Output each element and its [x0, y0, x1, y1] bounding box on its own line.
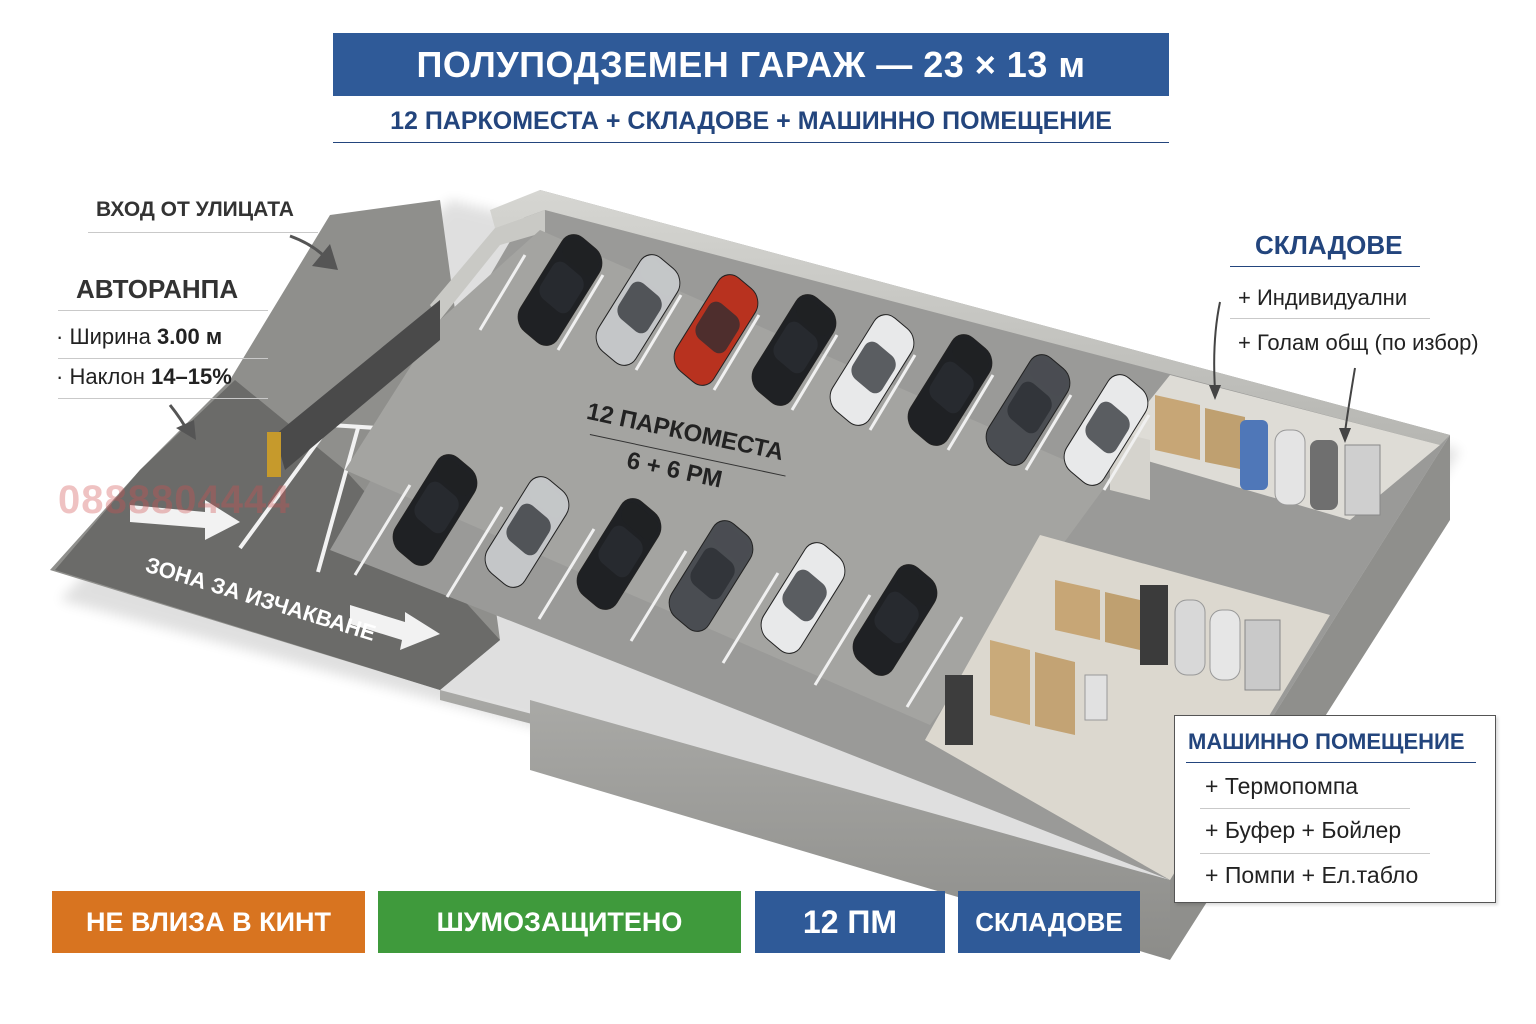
bay-divider	[712, 314, 761, 391]
entrance-gate	[267, 300, 440, 477]
storage-item: + Индивидуални	[1238, 285, 1408, 310]
parking-row-back	[517, 234, 1149, 486]
badge-soundproof: ШУМОЗАЩИТЕНО	[378, 891, 741, 953]
bay-divider	[537, 528, 596, 620]
machine-room-callout	[1174, 715, 1496, 903]
parked-car	[668, 520, 754, 632]
parked-car	[1063, 374, 1149, 486]
ramp-slope: · Наклон 14–15%	[56, 364, 232, 389]
page-subtitle: 12 ПАРКОМЕСТА + СКЛАДОВЕ + МАШИННО ПОМЕЩ…	[333, 100, 1169, 143]
ramp-surface	[55, 380, 500, 690]
machine-room-title: МАШИННО ПОМЕЩЕНИЕ	[1188, 729, 1465, 754]
bay-divider	[634, 294, 683, 371]
bay-divider	[478, 254, 527, 331]
parked-car	[576, 498, 662, 610]
ramp-rule	[58, 398, 268, 399]
ramp-title: АВТОРАНПА	[76, 274, 239, 304]
bay-divider	[905, 616, 964, 708]
machine-rule	[1200, 808, 1410, 809]
entrance-rule	[88, 232, 318, 233]
ramp-rule	[58, 310, 268, 311]
storage-lockers	[990, 395, 1245, 735]
parked-car	[517, 234, 603, 346]
badge-parking-spots: 12 ПМ	[755, 891, 945, 953]
ramp-line	[316, 427, 360, 573]
machine-rule	[1200, 853, 1430, 854]
bay-divider	[353, 484, 412, 576]
back-wall	[490, 190, 1450, 445]
parked-car	[852, 564, 938, 676]
bay-divider	[790, 334, 839, 411]
badge-not-in-kint: НЕ ВЛИЗА В КИНТ	[52, 891, 365, 953]
bay-divider	[445, 506, 504, 598]
storage-rule	[1230, 318, 1430, 319]
left-wall	[430, 210, 545, 320]
parked-car	[751, 294, 837, 406]
badge-storage: СКЛАДОВЕ	[958, 891, 1140, 953]
entrance-arrow	[289, 234, 338, 270]
parked-car	[985, 354, 1071, 466]
storage-pointer-arrows	[1209, 301, 1356, 443]
ramp-slope-value: 14–15%	[151, 364, 232, 389]
machine-item: + Буфер + Бойлер	[1205, 817, 1402, 843]
bay-divider	[1024, 394, 1073, 471]
parked-car	[595, 254, 681, 366]
parked-car	[829, 314, 915, 426]
bay-divider	[556, 274, 605, 351]
bay-divider	[721, 572, 780, 664]
parked-car	[760, 542, 846, 654]
phone-watermark: 0888804444	[58, 478, 291, 522]
bay-divider	[946, 374, 995, 451]
bay-divider	[1102, 414, 1151, 491]
storage-item: + Голам общ (по избор)	[1238, 330, 1479, 355]
bay-divider	[629, 550, 688, 642]
storage-rule	[1230, 266, 1420, 267]
parking-row-front	[392, 454, 938, 676]
ramp-width-value: 3.00 м	[156, 324, 223, 349]
machine-item: + Помпи + Ел.табло	[1205, 862, 1419, 888]
ramp-arrow	[350, 605, 440, 650]
ramp-pointer-arrow	[168, 404, 196, 440]
parked-car	[392, 454, 478, 566]
bay-divider	[813, 594, 872, 686]
ramp-width: · Ширина 3.00 м	[56, 324, 223, 349]
machine-equipment	[945, 420, 1381, 745]
parking-bay-lines	[353, 254, 1151, 708]
ramp-width-label: Ширина	[69, 324, 151, 349]
machine-rule	[1186, 762, 1476, 763]
parked-car	[673, 274, 759, 386]
ramp-slope-label: Наклон	[69, 364, 145, 389]
ramp-rule	[58, 358, 268, 359]
page-title: ПОЛУПОДЗЕМЕН ГАРАЖ — 23 × 13 м	[333, 33, 1169, 96]
entrance-label: ВХОД ОТ УЛИЦАТА	[96, 198, 294, 221]
parked-car	[907, 334, 993, 446]
machine-item: + Термопомпа	[1205, 773, 1359, 799]
bay-divider	[868, 354, 917, 431]
parked-car	[484, 476, 570, 588]
ramp-arrow	[130, 500, 240, 540]
storage-title: СКЛАДОВЕ	[1255, 230, 1403, 260]
